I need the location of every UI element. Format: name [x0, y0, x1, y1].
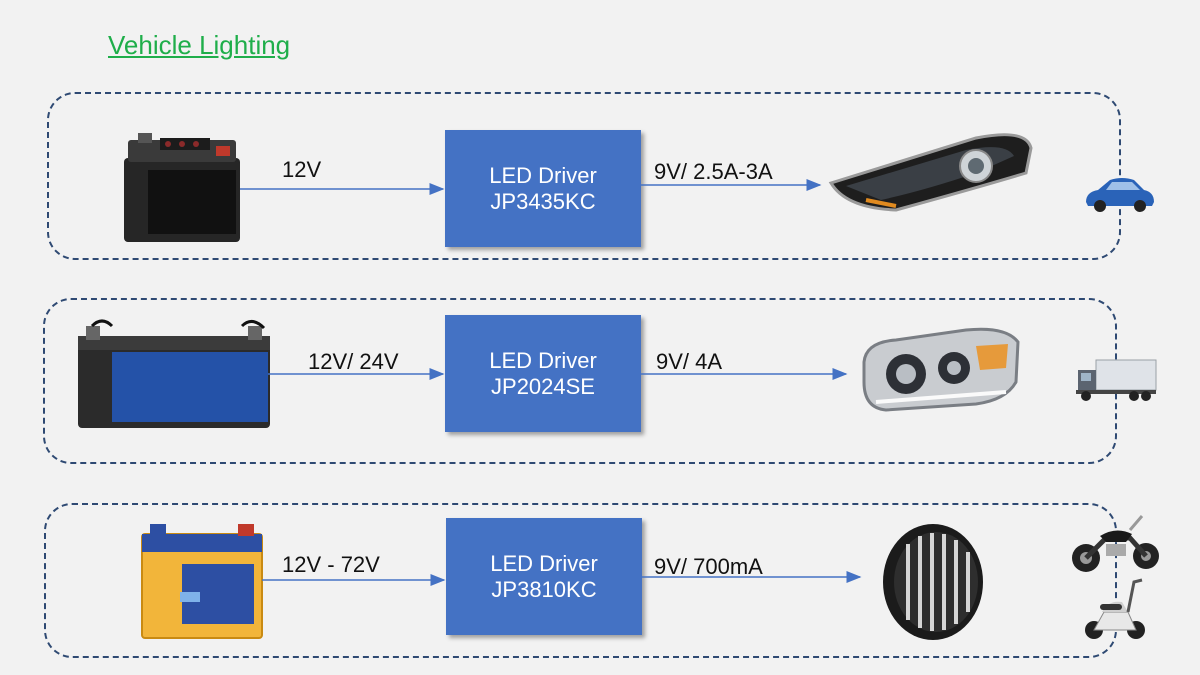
output-rating-label: 9V/ 700mA: [654, 554, 763, 579]
driver-part-number: JP3810KC: [491, 576, 597, 602]
output-rating-label: 9V/ 2.5A-3A: [654, 159, 773, 184]
page-title: Vehicle Lighting: [108, 30, 291, 60]
car-battery-icon: [120, 130, 245, 250]
input-voltage-label: 12V - 72V: [282, 552, 380, 577]
output-rating-label: 9V/ 4A: [656, 349, 723, 374]
led-driver-box: LED Driver JP3435KC: [445, 130, 641, 247]
input-voltage-label: 12V: [282, 157, 322, 182]
row-car: [47, 92, 1121, 260]
truck-battery-icon: [72, 318, 274, 439]
led-driver-box: LED Driver JP2024SE: [445, 315, 641, 432]
car-icon: [1082, 172, 1157, 219]
led-driver-box: LED Driver JP3810KC: [446, 518, 642, 635]
truck-headlight-icon: [856, 322, 1026, 419]
truck-icon: [1074, 356, 1158, 407]
driver-part-number: JP3435KC: [490, 188, 596, 214]
row-motorcycle: [44, 503, 1117, 658]
motorcycle-icon: [1070, 508, 1162, 579]
motorcycle-battery-icon: [136, 520, 268, 645]
driver-title: LED Driver: [489, 162, 597, 188]
input-voltage-label: 12V/ 24V: [308, 349, 399, 374]
round-headlight-icon: [880, 522, 986, 647]
scooter-icon: [1082, 572, 1148, 647]
driver-part-number: JP2024SE: [491, 373, 595, 399]
driver-title: LED Driver: [490, 550, 598, 576]
driver-title: LED Driver: [489, 347, 597, 373]
car-headlight-icon: [826, 128, 1036, 218]
